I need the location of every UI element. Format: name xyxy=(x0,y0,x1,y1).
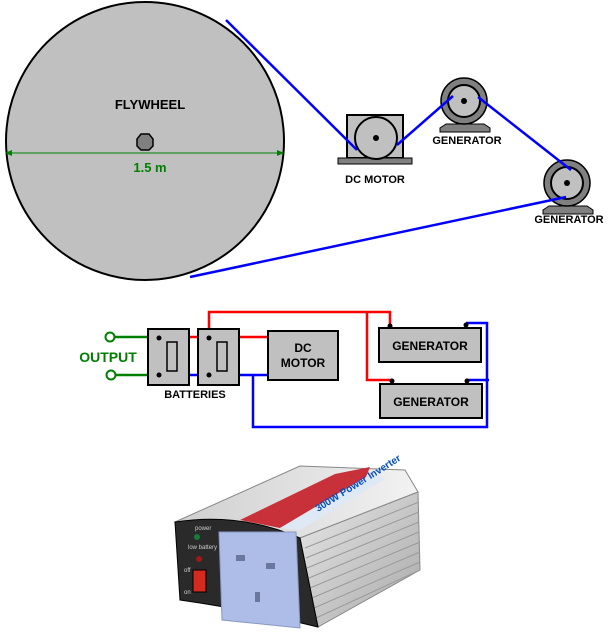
output-terminal-positive xyxy=(104,331,116,343)
inverter-on-label: on xyxy=(184,590,191,596)
output-label: OUTPUT xyxy=(79,349,137,365)
power-inverter-photo: 300W Power Inverter power low battery of… xyxy=(173,453,421,629)
battery-1 xyxy=(147,328,190,386)
inverter-off-label: off xyxy=(184,568,191,574)
output-terminal-negative xyxy=(105,369,117,381)
diameter-label: 1.5 m xyxy=(133,160,166,175)
power-switch xyxy=(192,569,207,593)
batteries-label: BATTERIES xyxy=(164,389,226,401)
generator-1-label: GENERATOR xyxy=(432,135,501,147)
uk-power-socket xyxy=(218,531,301,629)
circuit-generator-2: GENERATOR xyxy=(379,378,483,419)
generator-2: GENERATOR xyxy=(534,159,604,226)
circuit-generator-2-label: GENERATOR xyxy=(393,395,469,409)
circuit-dc-motor: DC MOTOR xyxy=(267,330,339,381)
inverter-power-label: power xyxy=(195,526,211,532)
circuit-diagram: OUTPUT BATTERIES DC MOTOR GENERATOR xyxy=(79,310,489,429)
flywheel-hub xyxy=(136,133,154,151)
flywheel-label: FLYWHEEL xyxy=(115,97,185,112)
circuit-generator-1-label: GENERATOR xyxy=(392,339,468,353)
low-battery-led xyxy=(196,556,202,562)
drive-belt xyxy=(189,19,572,279)
battery-2 xyxy=(197,328,240,386)
generator-2-label: GENERATOR xyxy=(534,214,603,226)
flywheel: FLYWHEEL 1.5 m xyxy=(5,1,285,281)
power-led xyxy=(194,534,200,540)
generator-1: GENERATOR xyxy=(432,77,502,147)
circuit-dc-motor-label-1: DC xyxy=(294,341,312,355)
dc-motor-label: DC MOTOR xyxy=(345,174,405,186)
circuit-generator-1: GENERATOR xyxy=(378,322,482,363)
dc-motor: DC MOTOR xyxy=(337,114,413,186)
circuit-dc-motor-label-2: MOTOR xyxy=(281,356,326,370)
inverter-low-battery-label: low battery xyxy=(188,545,217,551)
